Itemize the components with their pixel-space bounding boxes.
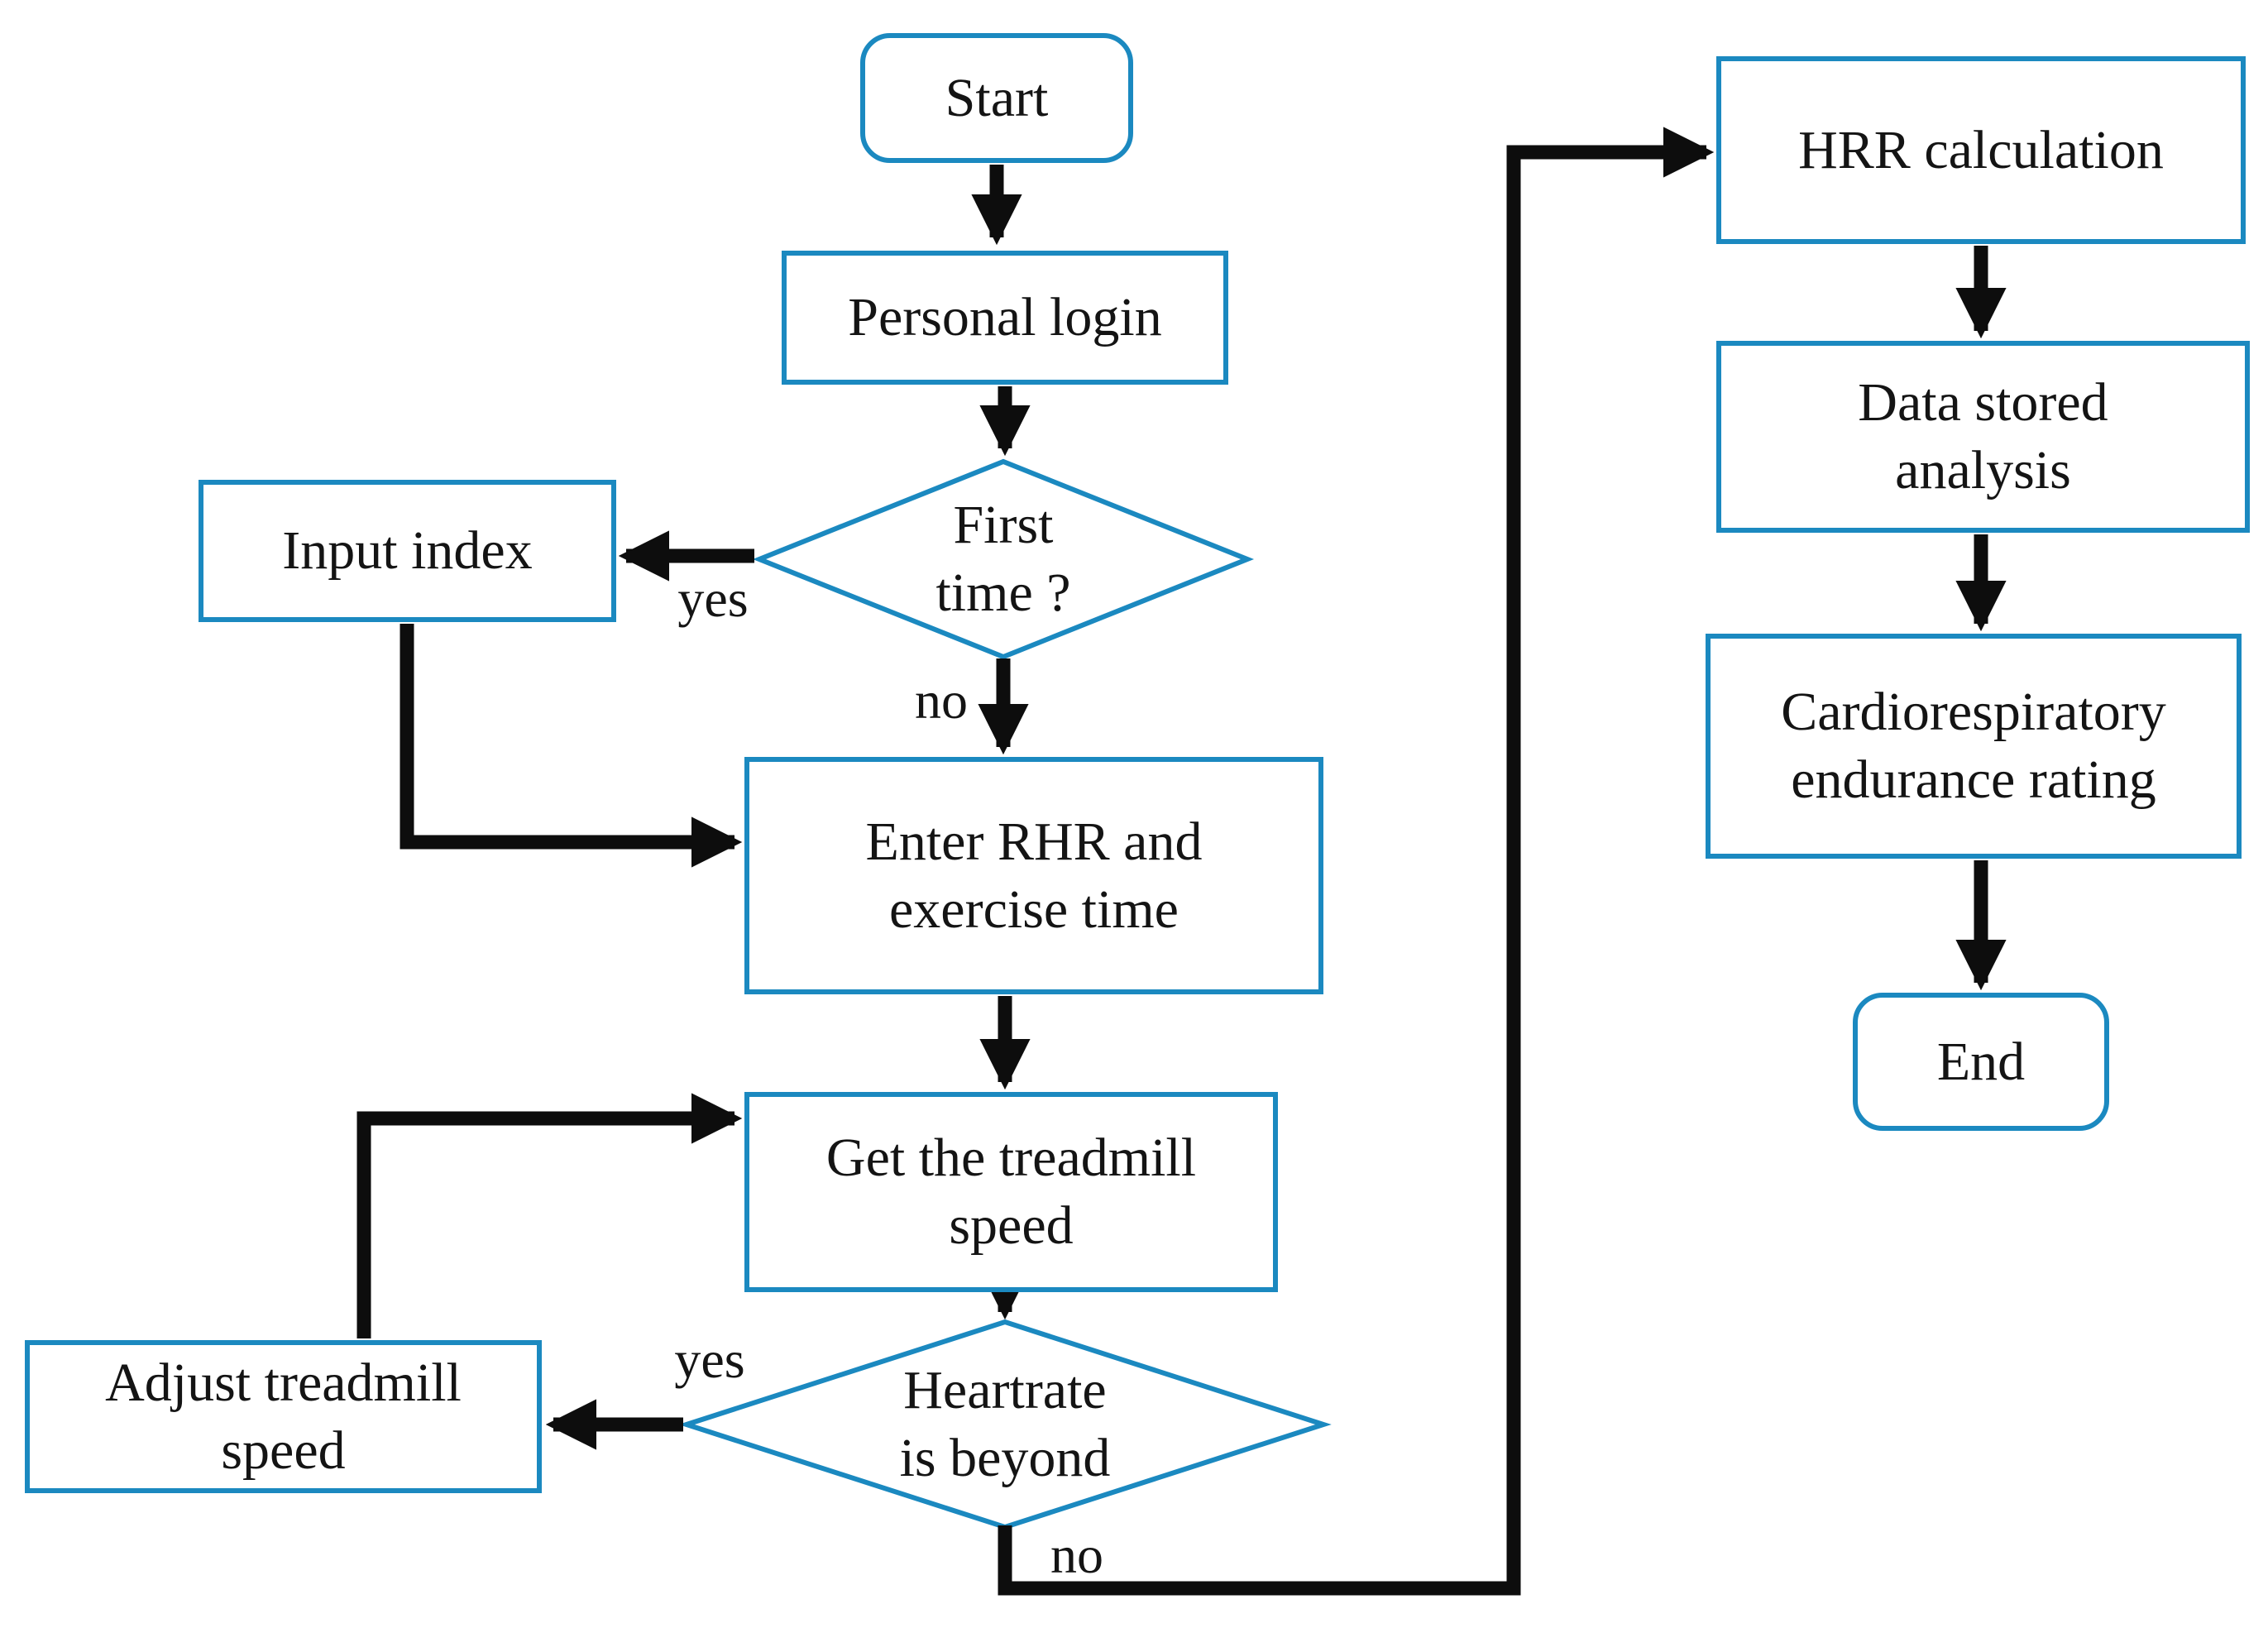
node-adjust-treadmill-speed-label-line1: Adjust treadmill [105, 1352, 462, 1413]
diamond-heartrate-label-line1: Heartrate [903, 1360, 1107, 1421]
diamond-heartrate-label-line2: is beyond [899, 1428, 1111, 1488]
edge-inputindex-to-enterrhr [400, 624, 743, 868]
diamond-first-time-label-line1: First [953, 495, 1054, 556]
node-cardiorespiratory-rating: Cardiorespiratory endurance rating [1706, 634, 2242, 859]
node-enter-rhr-label-line1: Enter RHR and [865, 811, 1203, 872]
node-hrr-calculation-label: HRR calculation [1798, 119, 2164, 180]
node-get-treadmill-speed-label-line2: speed [949, 1195, 1074, 1256]
diamond-first-time-label-line2: time ? [935, 563, 1071, 623]
node-data-stored-analysis-label-line2: analysis [1895, 440, 2071, 500]
node-cardiorespiratory-rating-label-line1: Cardiorespiratory [1781, 682, 2166, 743]
node-input-index: Input index [199, 480, 616, 622]
node-personal-login: Personal login [782, 251, 1228, 385]
node-get-treadmill-speed-label-line1: Get the treadmill [825, 1128, 1197, 1189]
node-end: End [1853, 993, 2109, 1131]
node-input-index-label: Input index [282, 520, 533, 582]
node-cardiorespiratory-rating-label-line2: endurance rating [1791, 749, 2156, 810]
node-adjust-treadmill-speed: Adjust treadmill speed [25, 1340, 542, 1493]
node-get-treadmill-speed: Get the treadmill speed [744, 1092, 1278, 1292]
node-data-stored-analysis: Data stored analysis [1716, 341, 2250, 533]
diamond-first-time [752, 458, 1255, 660]
diamond-heartrate-text: Heartrate is beyond [844, 1348, 1166, 1501]
edge-heartrate-no-to-hrrcalc [998, 127, 1715, 1596]
diamond-heartrate [678, 1319, 1332, 1530]
label-first-time-no: no [915, 671, 968, 730]
node-end-label: End [1936, 1031, 2026, 1092]
node-start-label: Start [945, 67, 1049, 128]
node-adjust-treadmill-speed-label-line2: speed [221, 1420, 346, 1481]
node-hrr-calculation: HRR calculation [1716, 56, 2246, 244]
node-start: Start [860, 33, 1133, 163]
node-enter-rhr: Enter RHR and exercise time [744, 757, 1323, 994]
edge-adjust-to-getspeed [356, 1093, 743, 1338]
label-heartrate-yes: yes [674, 1330, 745, 1389]
diamond-first-time-text: First time ? [859, 484, 1148, 634]
label-heartrate-no: no [1050, 1525, 1103, 1584]
node-personal-login-label: Personal login [848, 287, 1162, 348]
node-data-stored-analysis-label-line1: Data stored [1858, 372, 2108, 433]
label-first-time-yes: yes [677, 569, 749, 628]
node-enter-rhr-label-line2: exercise time [889, 879, 1179, 940]
